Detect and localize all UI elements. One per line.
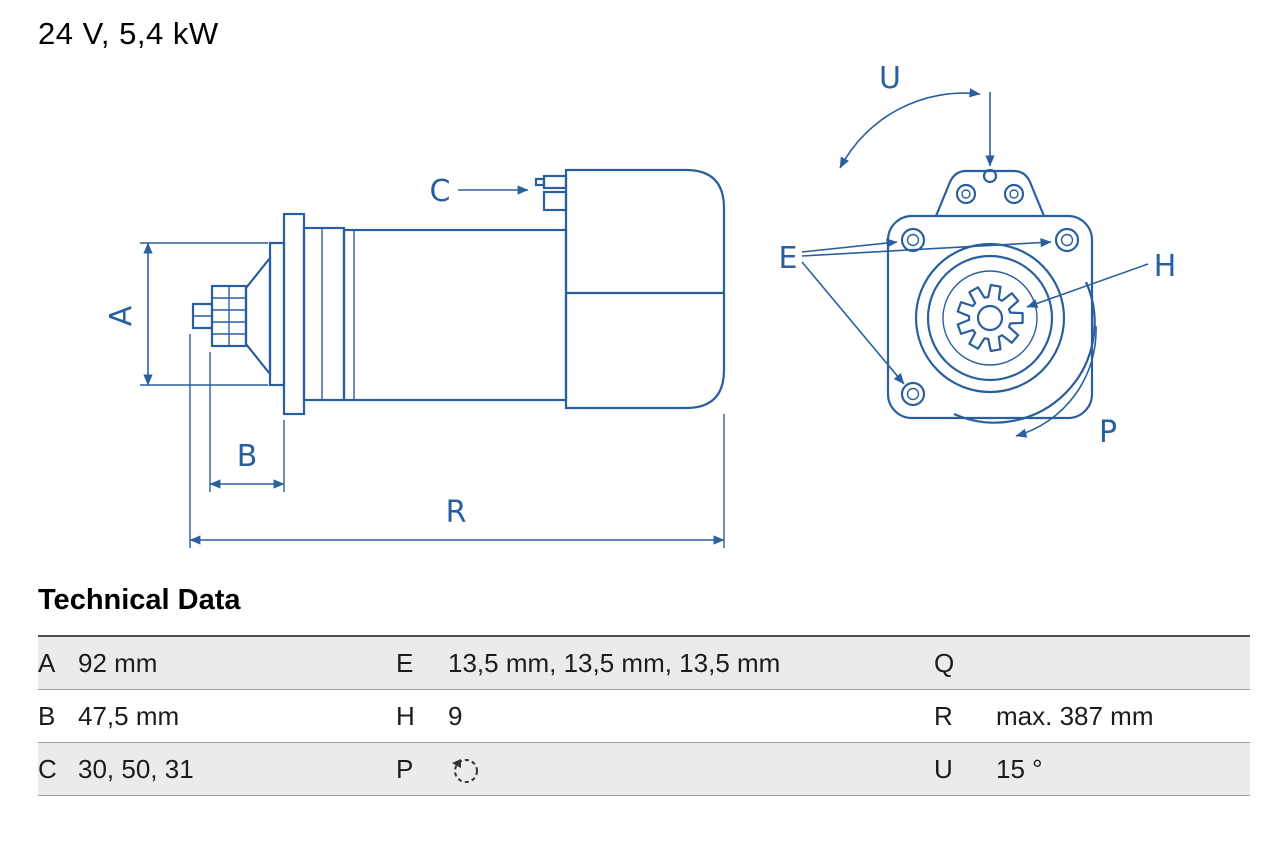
table-row: C 30, 50, 31 P U 15 ° xyxy=(38,743,1250,796)
technical-data-heading: Technical Data xyxy=(38,584,241,616)
top-ear xyxy=(934,168,1046,217)
collar xyxy=(302,226,346,402)
dimension-b: B xyxy=(209,352,285,492)
table-row: A 92 mm E 13,5 mm, 13,5 mm, 13,5 mm Q xyxy=(38,637,1250,690)
pinion-side xyxy=(210,284,248,348)
terminal xyxy=(534,174,568,212)
technical-data-section: Technical Data A 92 mm E 13,5 mm, 13,5 m… xyxy=(38,584,1250,796)
value-u: 15 ° xyxy=(996,753,1043,784)
leader-e: E xyxy=(779,237,1052,385)
value-b: 47,5 mm xyxy=(78,700,180,731)
motor-body xyxy=(342,228,568,402)
value-h: 9 xyxy=(448,700,463,731)
value-r: max. 387 mm xyxy=(996,700,1154,731)
side-view: A B R C xyxy=(104,168,726,548)
row-key-h: H xyxy=(396,700,415,731)
rotation-ccw-icon xyxy=(452,759,478,783)
angle-u: U xyxy=(839,61,995,169)
bolt-holes xyxy=(900,227,1080,407)
label-p: P xyxy=(1099,415,1117,450)
center-gear-assembly xyxy=(914,242,1066,394)
housing-arc xyxy=(953,281,1096,424)
label-b: B xyxy=(237,439,258,474)
row-key-u: U xyxy=(934,753,953,784)
mounting-flange xyxy=(282,212,306,416)
table-row: B 47,5 mm H 9 R max. 387 mm xyxy=(38,690,1250,743)
label-e: E xyxy=(779,241,798,276)
row-key-b: B xyxy=(38,700,56,731)
starter-motor-drawing: A B R C xyxy=(104,61,1177,548)
label-a: A xyxy=(104,305,139,326)
value-p xyxy=(448,750,934,788)
drive-ring xyxy=(268,241,286,387)
value-c: 30, 50, 31 xyxy=(78,753,194,784)
front-view: E H U P xyxy=(779,61,1177,450)
technical-data-table: A 92 mm E 13,5 mm, 13,5 mm, 13,5 mm Q B … xyxy=(38,635,1250,796)
row-key-c: C xyxy=(38,753,57,784)
rear-housing xyxy=(564,168,726,410)
value-a: 92 mm xyxy=(78,647,158,678)
row-key-q: Q xyxy=(934,647,955,678)
pinion-gear xyxy=(956,283,1024,353)
label-r: R xyxy=(446,495,467,530)
label-u: U xyxy=(879,61,901,96)
dimension-a: A xyxy=(104,242,268,386)
row-key-p: P xyxy=(396,753,414,784)
row-key-e: E xyxy=(396,647,414,678)
leader-h: H xyxy=(1026,249,1177,308)
label-c: C xyxy=(430,174,451,209)
row-key-r: R xyxy=(934,700,953,731)
label-h: H xyxy=(1154,249,1177,284)
leader-c: C xyxy=(430,174,529,209)
front-flange xyxy=(886,214,1094,420)
value-e: 13,5 mm, 13,5 mm, 13,5 mm xyxy=(448,647,781,678)
drive-cone xyxy=(244,254,272,378)
row-key-a: A xyxy=(38,647,56,678)
rotation-p: P xyxy=(1015,325,1117,450)
page-title: 24 V, 5,4 kW xyxy=(38,16,219,51)
dimension-r: R xyxy=(189,334,725,548)
